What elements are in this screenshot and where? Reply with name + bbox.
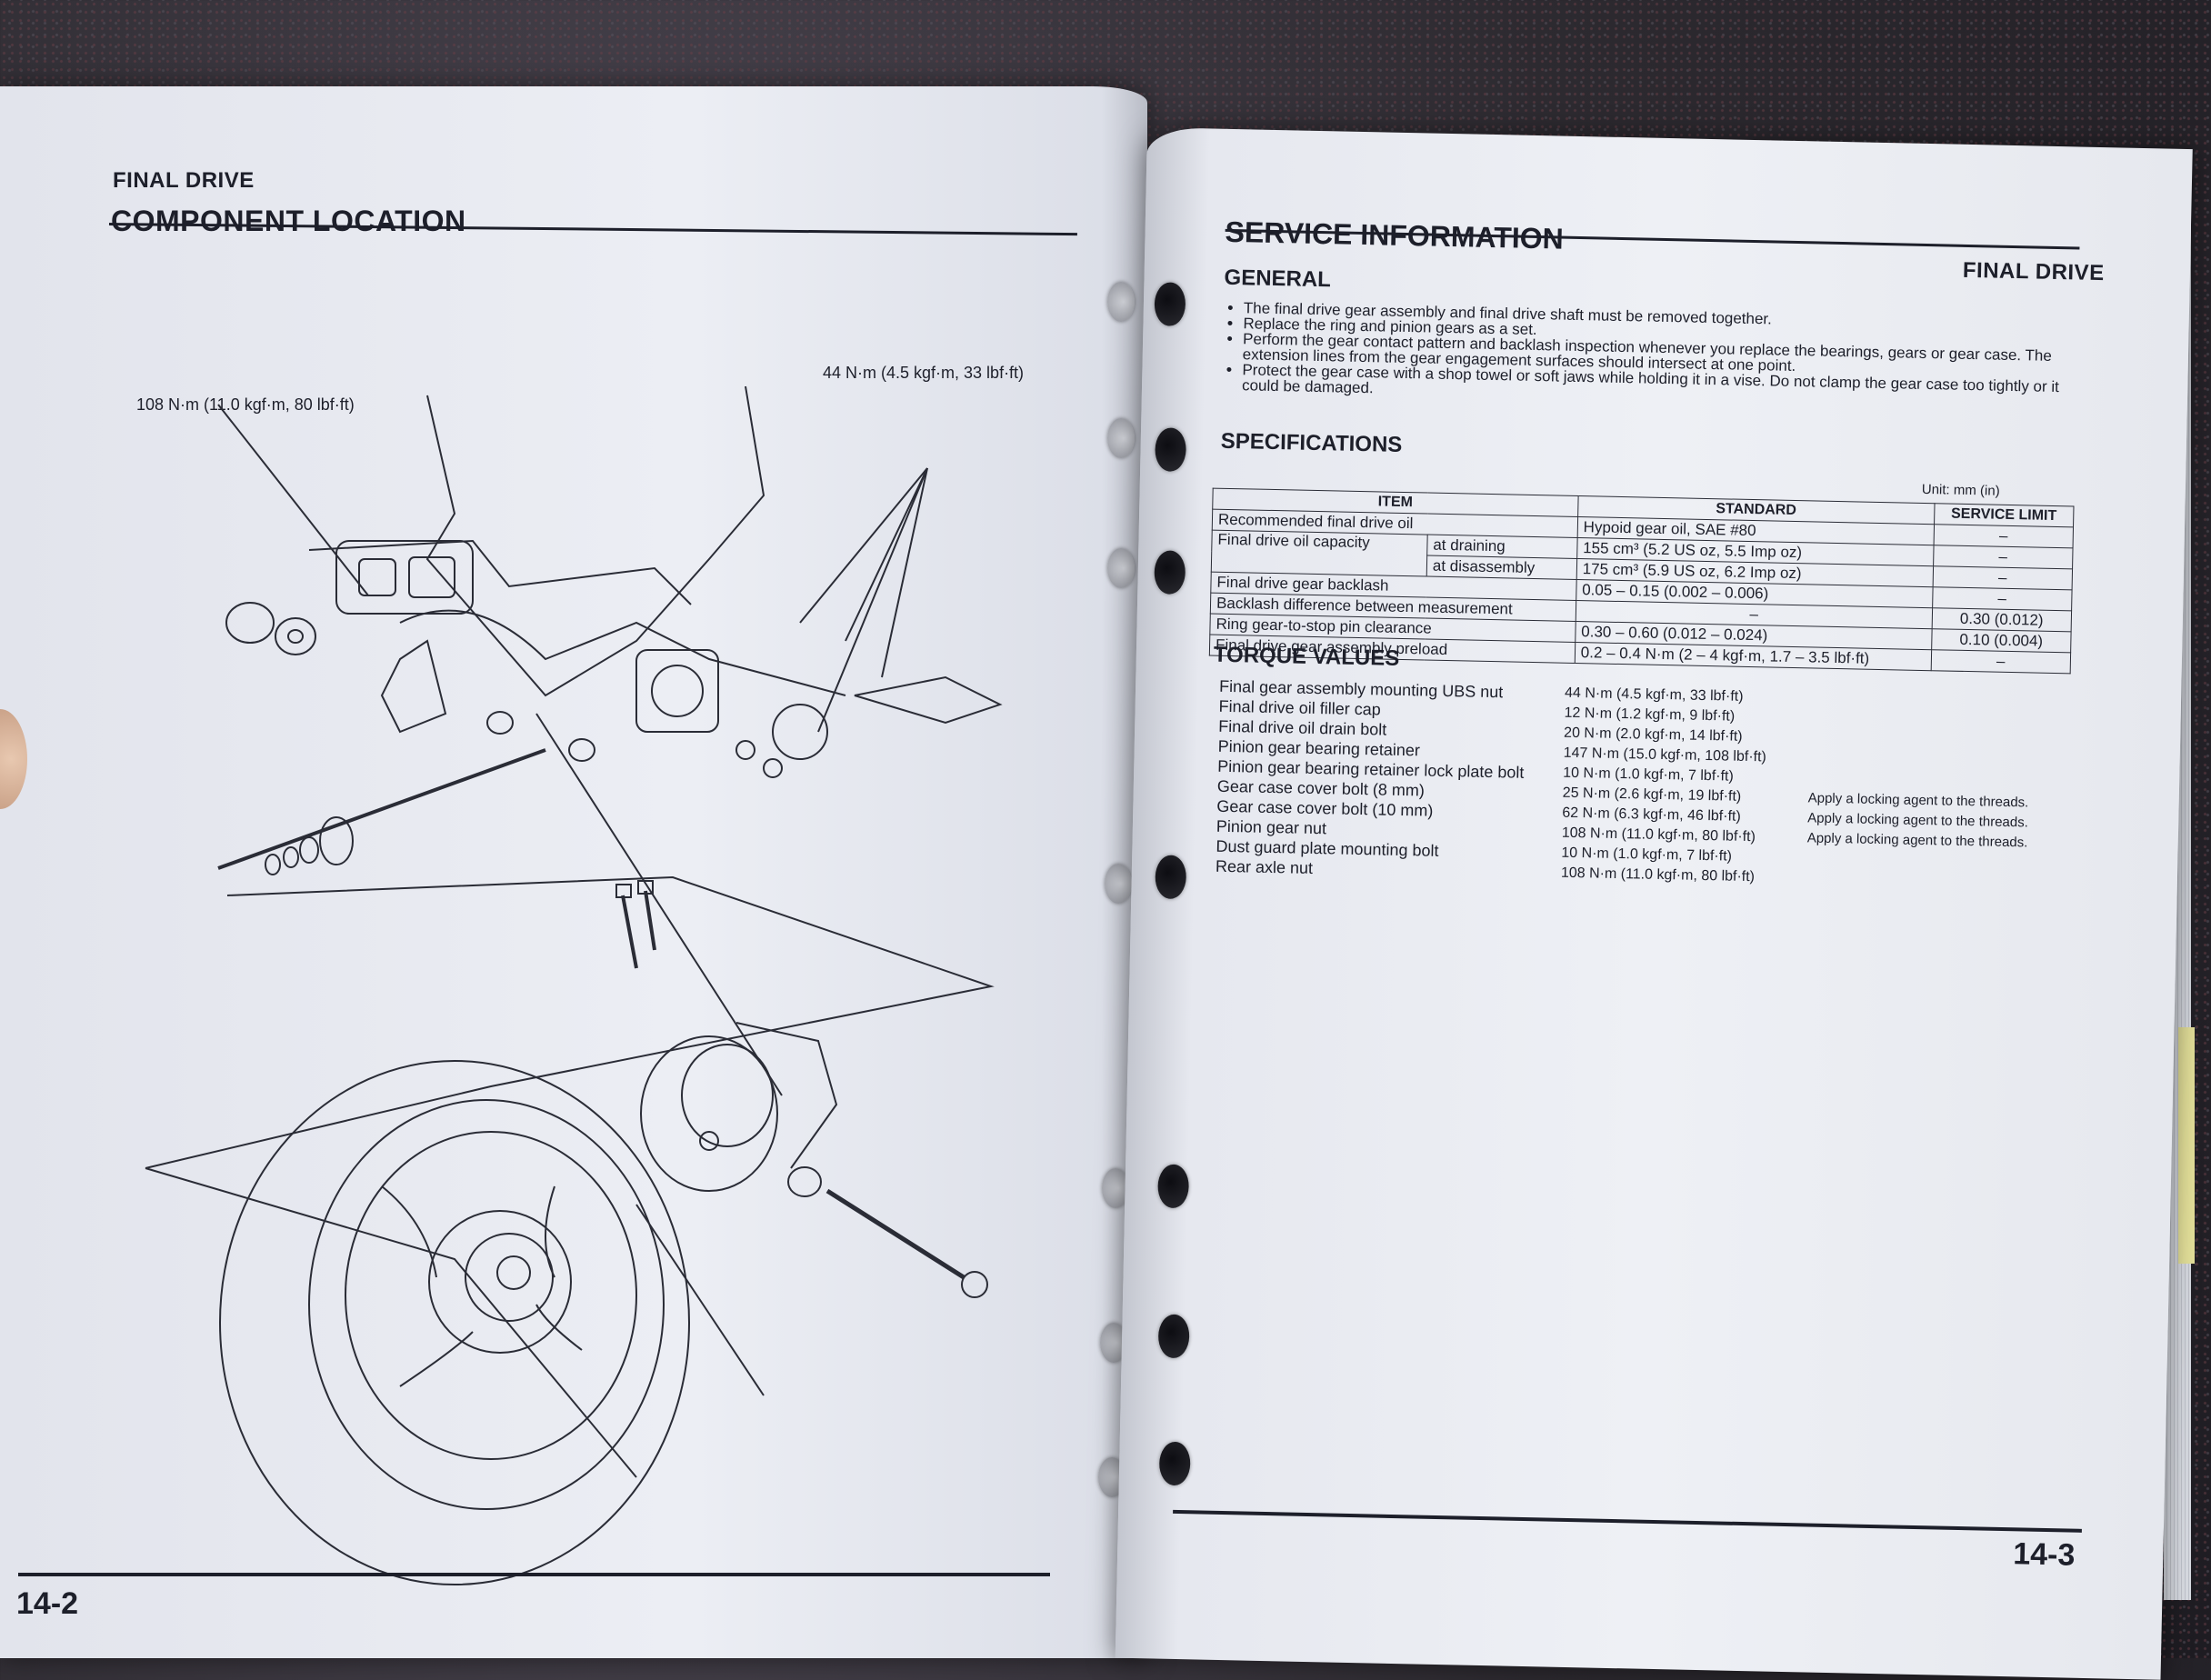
final-gear-case <box>641 1036 777 1191</box>
spec-limit: – <box>1933 545 2073 569</box>
left-page-title: COMPONENT LOCATION <box>111 205 466 238</box>
leader-top-1 <box>800 468 927 623</box>
spec-limit: 0.10 (0.004) <box>1931 629 2071 653</box>
bushing <box>226 603 274 643</box>
binder-hole <box>1155 427 1186 472</box>
right-page: SERVICE INFORMATION FINAL DRIVE GENERAL … <box>1116 127 2193 1680</box>
spec-limit: – <box>1933 566 2073 590</box>
spec-limit: – <box>1934 525 2074 548</box>
spec-limit: – <box>1931 650 2071 674</box>
binder-hole <box>1154 282 1186 326</box>
general-heading: GENERAL <box>1224 265 1331 293</box>
binder-hole <box>1107 418 1135 458</box>
right-page-header: FINAL DRIVE <box>1963 258 2105 286</box>
binder-hole <box>1107 282 1135 322</box>
torque-value: 108 N·m (11.0 kgf·m, 80 lbf·ft) <box>1561 864 1806 889</box>
spec-subitem: at disassembly <box>1426 555 1576 579</box>
torque-values-list: Final gear assembly mounting UBS nut 44 … <box>1216 676 2056 894</box>
specifications-heading: SPECIFICATIONS <box>1220 429 1402 458</box>
binder-hole <box>1158 1315 1190 1359</box>
left-page: FINAL DRIVE COMPONENT LOCATION 108 N·m (… <box>0 86 1147 1658</box>
torque-values-heading: TORQUE VALUES <box>1214 643 1400 672</box>
spec-unit: Unit: mm (in) <box>1922 482 2000 499</box>
right-page-number: 14-3 <box>2013 1536 2076 1573</box>
final-drive-exploded-diagram <box>127 350 1036 1605</box>
left-page-header: FINAL DRIVE <box>113 168 255 194</box>
rear-axle <box>827 1191 964 1277</box>
left-page-number: 14-2 <box>16 1586 78 1622</box>
footer-rule <box>1173 1510 2082 1533</box>
yellow-index-tab <box>2178 1027 2195 1264</box>
general-bullet-list: The final drive gear assembly and final … <box>1226 300 2080 411</box>
spec-item: Final drive oil capacity <box>1211 530 1427 576</box>
binder-hole <box>1154 550 1186 595</box>
spec-limit: – <box>1932 587 2072 611</box>
leader-left <box>218 405 368 595</box>
spec-subitem: at draining <box>1427 535 1577 558</box>
column-header-limit: SERVICE LIMIT <box>1934 504 2074 527</box>
binder-hole <box>1107 548 1135 588</box>
spec-limit: 0.30 (0.012) <box>1932 608 2072 632</box>
binder-hole <box>1159 1442 1191 1486</box>
footer-rule <box>18 1573 1050 1576</box>
binder-hole <box>1157 1165 1189 1209</box>
binder-hole <box>1105 864 1132 904</box>
drive-shaft <box>218 750 545 868</box>
binder-hole <box>1155 855 1186 899</box>
